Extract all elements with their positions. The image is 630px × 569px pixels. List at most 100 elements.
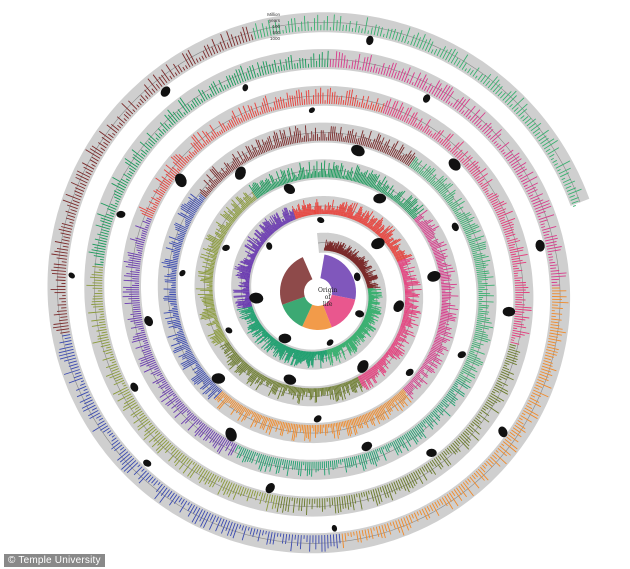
lineage-spike xyxy=(410,472,418,485)
lineage-spike xyxy=(203,301,214,304)
lineage-spike xyxy=(518,108,528,117)
lineage-spike xyxy=(329,497,331,508)
lineage-spike xyxy=(187,201,199,210)
lineage-spike xyxy=(427,236,435,241)
lineage-spike xyxy=(226,482,233,495)
lineage-spike xyxy=(408,112,415,125)
lineage-spike xyxy=(265,61,270,75)
lineage-spike xyxy=(331,386,334,400)
lineage-spike xyxy=(397,258,407,263)
lineage-spike xyxy=(151,197,161,203)
lineage-spike xyxy=(364,137,368,147)
lineage-spike xyxy=(337,345,341,352)
insect-icon xyxy=(174,173,187,188)
lineage-spike xyxy=(398,258,415,265)
lineage-spike xyxy=(306,351,310,364)
lineage-spike xyxy=(447,101,451,105)
lineage-spike xyxy=(153,434,163,442)
lineage-spike xyxy=(217,44,222,52)
lineage-spike xyxy=(419,74,427,89)
lineage-spike xyxy=(339,248,344,255)
lineage-spike xyxy=(389,140,399,157)
lineage-spike xyxy=(187,418,200,431)
lineage-spike xyxy=(393,340,402,347)
scale-key-tick-1000: 1000 xyxy=(269,36,280,41)
lineage-spike xyxy=(297,350,303,364)
lineage-spike xyxy=(212,81,220,94)
lineage-spike xyxy=(386,107,391,115)
lineage-spike xyxy=(259,182,266,194)
lineage-spike xyxy=(467,68,471,74)
lineage-spike xyxy=(428,238,439,244)
plant-icon xyxy=(448,158,461,171)
lineage-spike xyxy=(538,214,555,221)
lineage-spike xyxy=(480,122,488,131)
lineage-spike xyxy=(294,63,296,69)
lineage-spike xyxy=(410,34,415,46)
lineage-spike xyxy=(404,307,410,310)
lineage-spike xyxy=(265,26,269,37)
lineage-spike xyxy=(261,179,269,193)
lineage-spike xyxy=(170,446,175,451)
lineage-spike xyxy=(305,351,308,360)
lineage-spike xyxy=(441,305,449,308)
lineage-spike xyxy=(333,210,336,215)
lineage-spike xyxy=(137,418,149,428)
lineage-spike xyxy=(137,464,141,468)
lineage-spike xyxy=(175,317,180,320)
lineage-spike xyxy=(133,314,142,317)
lineage-spike xyxy=(94,271,103,274)
lineage-spike xyxy=(432,343,449,352)
lineage-spike xyxy=(548,335,558,338)
lineage-spike xyxy=(245,145,253,159)
lineage-spike xyxy=(177,235,185,240)
lineage-spike xyxy=(91,300,103,303)
lineage-spike xyxy=(405,385,414,395)
lineage-spike xyxy=(544,357,552,361)
lineage-spike xyxy=(437,137,442,143)
lineage-spike xyxy=(527,402,532,406)
lineage-spike xyxy=(446,447,453,454)
lineage-spike xyxy=(407,40,410,45)
lineage-spike xyxy=(282,218,287,225)
lineage-spike xyxy=(278,383,282,388)
lineage-spike xyxy=(492,83,501,93)
lineage-spike xyxy=(291,423,294,430)
lineage-spike xyxy=(206,174,218,186)
lineage-spike xyxy=(406,208,412,213)
lineage-spike xyxy=(265,221,275,233)
lineage-spike xyxy=(281,346,290,360)
lineage-spike xyxy=(526,186,536,193)
lineage-spike xyxy=(473,419,480,425)
lineage-spike xyxy=(263,455,268,467)
lineage-spike xyxy=(504,362,510,365)
lineage-spike xyxy=(473,472,478,478)
lineage-spike xyxy=(399,262,411,268)
lineage-spike xyxy=(79,396,92,403)
lineage-spike xyxy=(254,182,263,196)
lineage-spike xyxy=(327,241,332,251)
lineage-spike xyxy=(337,384,342,397)
lineage-spike xyxy=(359,375,368,390)
lineage-spike xyxy=(93,255,105,258)
lineage-spike xyxy=(144,89,151,97)
lineage-spike xyxy=(328,243,332,252)
lineage-spike xyxy=(241,283,250,286)
lineage-spike xyxy=(179,500,188,513)
lineage-spike xyxy=(358,327,367,334)
lineage-spike xyxy=(140,355,154,362)
lineage-spike xyxy=(165,247,181,253)
lineage-spike xyxy=(102,356,115,361)
lineage-spike xyxy=(379,27,383,37)
lineage-spike xyxy=(162,128,167,133)
lineage-spike xyxy=(330,245,334,252)
lineage-spike xyxy=(202,143,206,147)
lineage-spike xyxy=(384,237,390,243)
lineage-spike xyxy=(413,376,418,381)
lineage-spike xyxy=(288,136,292,145)
lineage-spike xyxy=(266,340,278,353)
lineage-spike xyxy=(214,338,228,346)
lineage-spike xyxy=(358,416,364,429)
lineage-spike xyxy=(391,441,399,456)
lineage-spike xyxy=(413,471,419,480)
